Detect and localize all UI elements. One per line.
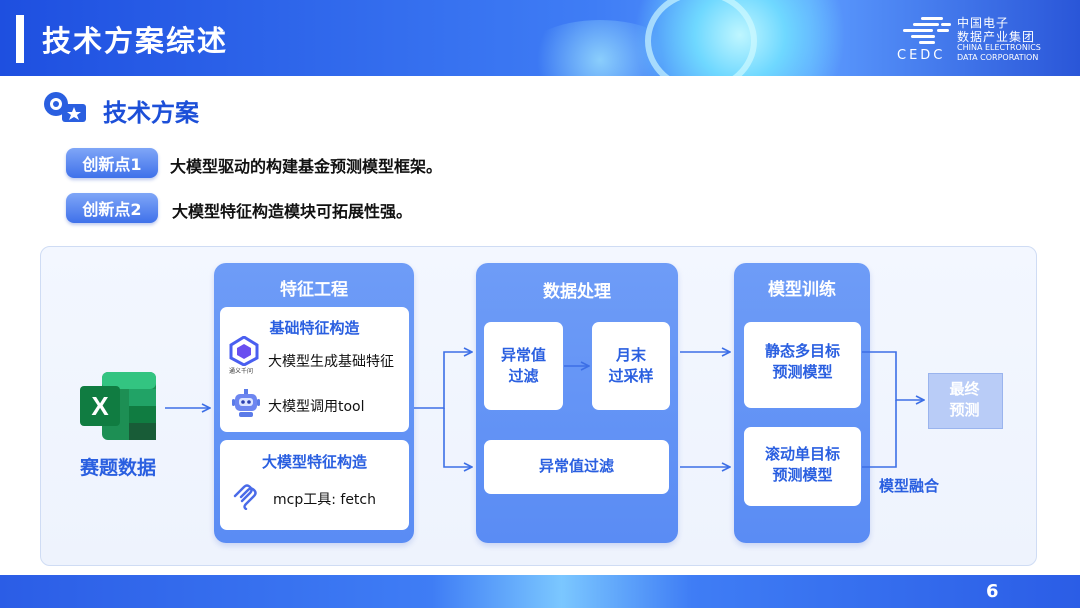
svg-text:X: X bbox=[91, 391, 109, 421]
source-data-label: 赛题数据 bbox=[80, 453, 156, 480]
final-prediction-label: 最终预测 bbox=[928, 379, 1001, 421]
model-rolling-line2: 预测模型 bbox=[772, 466, 832, 484]
innovation-badge-2: 创新点2 bbox=[66, 193, 158, 223]
robot-icon bbox=[230, 388, 262, 418]
process-step-1: 异常值过滤 bbox=[484, 345, 563, 387]
innovation-text-2: 大模型特征构造模块可拓展性强。 bbox=[172, 198, 412, 222]
model-static-line1: 静态多目标 bbox=[765, 342, 840, 360]
model-rolling: 滚动单目标预测模型 bbox=[744, 444, 861, 486]
title-accent-bar bbox=[16, 15, 24, 63]
cedc-logo: CEDC 中国电子 数据产业集团 CHINA ELECTRONICS DATA … bbox=[895, 14, 1075, 68]
header-banner: 技术方案综述 CEDC 中国电子 数据产业集团 CHINA ELECTRONIC… bbox=[0, 0, 1080, 76]
model-rolling-line1: 滚动单目标 bbox=[765, 445, 840, 463]
process-step-1-line2: 过滤 bbox=[508, 367, 538, 385]
data-processing-title: 数据处理 bbox=[476, 277, 678, 302]
logo-en-line1: CHINA ELECTRONICS bbox=[957, 43, 1041, 52]
basic-feature-item-1: 大模型生成基础特征 bbox=[268, 351, 394, 371]
header-ring-decoration bbox=[645, 0, 757, 76]
section-title: 技术方案 bbox=[103, 93, 199, 128]
basic-feature-title: 基础特征构造 bbox=[220, 317, 409, 338]
model-static-line2: 预测模型 bbox=[772, 363, 832, 381]
tongyi-caption: 通义千问 bbox=[229, 366, 253, 375]
logo-abbreviation: CEDC bbox=[897, 48, 945, 63]
llm-feature-item-1: mcp工具: fetch bbox=[273, 489, 376, 509]
process-step-2-line1: 月末 bbox=[616, 346, 646, 364]
process-step-2: 月末过采样 bbox=[592, 345, 670, 387]
lightbulb-star-icon bbox=[42, 90, 88, 124]
process-step-2-line2: 过采样 bbox=[608, 367, 653, 385]
tongyi-qianwen-icon bbox=[228, 336, 260, 366]
innovation-badge-1: 创新点1 bbox=[66, 148, 158, 178]
feature-engineering-title: 特征工程 bbox=[214, 275, 414, 300]
process-step-3: 异常值过滤 bbox=[484, 456, 669, 477]
excel-icon: X bbox=[78, 370, 158, 442]
page-title: 技术方案综述 bbox=[42, 18, 228, 60]
process-step-1-line1: 异常值 bbox=[501, 346, 546, 364]
final-line2: 预测 bbox=[949, 401, 979, 419]
page-number: 6 bbox=[986, 581, 999, 602]
basic-feature-item-2: 大模型调用tool bbox=[268, 396, 365, 416]
model-fusion-label: 模型融合 bbox=[879, 475, 939, 496]
footer-banner bbox=[0, 575, 1080, 608]
final-line1: 最终 bbox=[949, 380, 979, 398]
cedc-logo-mark-icon bbox=[897, 17, 953, 45]
mcp-icon bbox=[232, 484, 260, 510]
model-static: 静态多目标预测模型 bbox=[744, 341, 861, 383]
model-training-title: 模型训练 bbox=[734, 275, 870, 300]
innovation-text-1: 大模型驱动的构建基金预测模型框架。 bbox=[170, 153, 442, 177]
llm-feature-title: 大模型特征构造 bbox=[220, 451, 409, 472]
logo-en-line2: DATA CORPORATION bbox=[957, 53, 1038, 62]
